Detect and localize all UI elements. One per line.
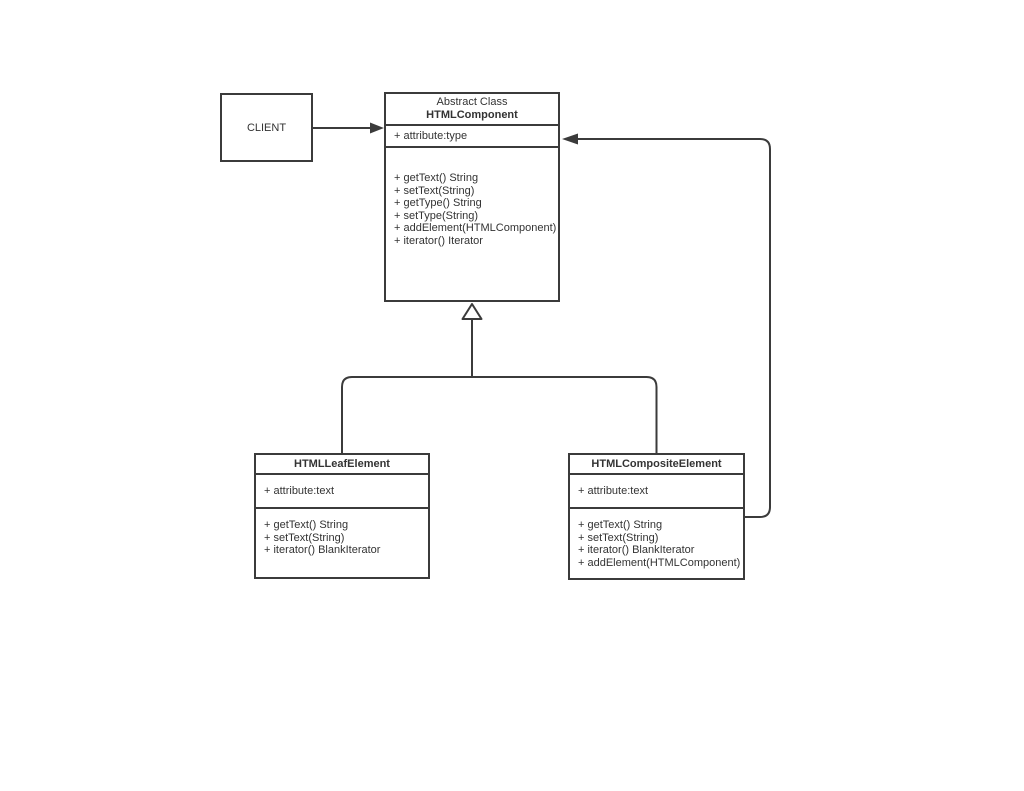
attribute-label: + attribute:text bbox=[578, 484, 649, 497]
method-label: + iterator() Iterator bbox=[394, 234, 483, 247]
class-methods-compartment: + getText() String + setText(String) + g… bbox=[386, 148, 558, 300]
class-title-compartment: HTMLCompositeElement bbox=[570, 455, 743, 475]
class-name: HTMLCompositeElement bbox=[591, 457, 722, 470]
class-stereotype: Abstract Class bbox=[436, 96, 508, 109]
attribute-label: + attribute:text bbox=[264, 484, 335, 497]
class-title-compartment: HTMLLeafElement bbox=[256, 455, 428, 475]
method-label: + setType(String) bbox=[394, 209, 479, 222]
composite-association-edge[interactable] bbox=[562, 133, 771, 518]
method-label: + getType() String bbox=[394, 197, 482, 210]
method-label: + addElement(HTMLComponent) bbox=[578, 556, 741, 569]
method-label: + setText(String) bbox=[264, 531, 345, 544]
method-label: + getText() String bbox=[394, 172, 479, 184]
client-box[interactable]: CLIENT bbox=[220, 93, 313, 162]
class-methods-compartment: + getText() String + setText(String) + i… bbox=[256, 509, 428, 577]
class-box-htmlcompositeelement[interactable]: HTMLCompositeElement + attribute:text + … bbox=[568, 453, 745, 580]
class-name: HTMLLeafElement bbox=[294, 457, 390, 470]
method-label: + addElement(HTMLComponent) bbox=[394, 222, 557, 235]
class-name: HTMLComponent bbox=[426, 109, 518, 121]
method-label: + getText() String bbox=[264, 519, 349, 531]
method-label: + setText(String) bbox=[394, 184, 475, 197]
method-label: + setText(String) bbox=[578, 531, 659, 544]
class-box-htmlleafelement[interactable]: HTMLLeafElement + attribute:text + getTe… bbox=[254, 453, 430, 579]
class-box-htmlcomponent[interactable]: Abstract Class HTMLComponent + attribute… bbox=[384, 92, 560, 302]
class-attributes-compartment: + attribute:text bbox=[570, 475, 743, 509]
inheritance-edge[interactable] bbox=[341, 303, 658, 454]
method-label: + getText() String bbox=[578, 519, 663, 531]
class-attributes-compartment: + attribute:text bbox=[256, 475, 428, 509]
client-label: CLIENT bbox=[246, 121, 287, 134]
attribute-label: + attribute:type bbox=[394, 129, 468, 142]
class-title-compartment: Abstract Class HTMLComponent bbox=[386, 94, 558, 126]
class-attributes-compartment: + attribute:type bbox=[386, 126, 558, 148]
method-label: + iterator() BlankIterator bbox=[578, 544, 695, 556]
class-methods-compartment: + getText() String + setText(String) + i… bbox=[570, 509, 743, 578]
method-label: + iterator() BlankIterator bbox=[264, 544, 381, 556]
client-association-edge[interactable] bbox=[312, 122, 384, 134]
